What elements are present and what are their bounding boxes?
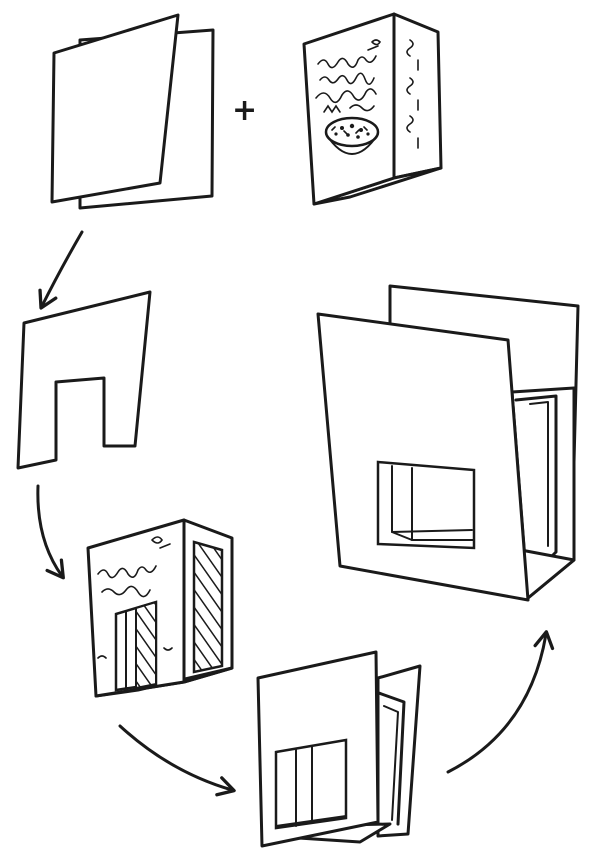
- arrow-cut-sheet-to-cut-box: [36, 484, 65, 580]
- arrow-cut-box-to-assembly: [118, 724, 236, 797]
- assembled-insert-illustration: [256, 650, 422, 848]
- cereal-box-illustration: [302, 12, 443, 206]
- cut-sheet-illustration: [16, 290, 152, 470]
- cut-box-illustration: [86, 518, 234, 698]
- plus-sign: +: [232, 93, 257, 128]
- two-sheets-illustration: [50, 13, 215, 210]
- cereal-bowl-icon: [324, 116, 380, 155]
- finished-frame-illustration: [316, 284, 580, 602]
- arrow-sheets-to-cut-sheet: [38, 230, 84, 310]
- arrow-assembly-to-finished: [446, 630, 555, 774]
